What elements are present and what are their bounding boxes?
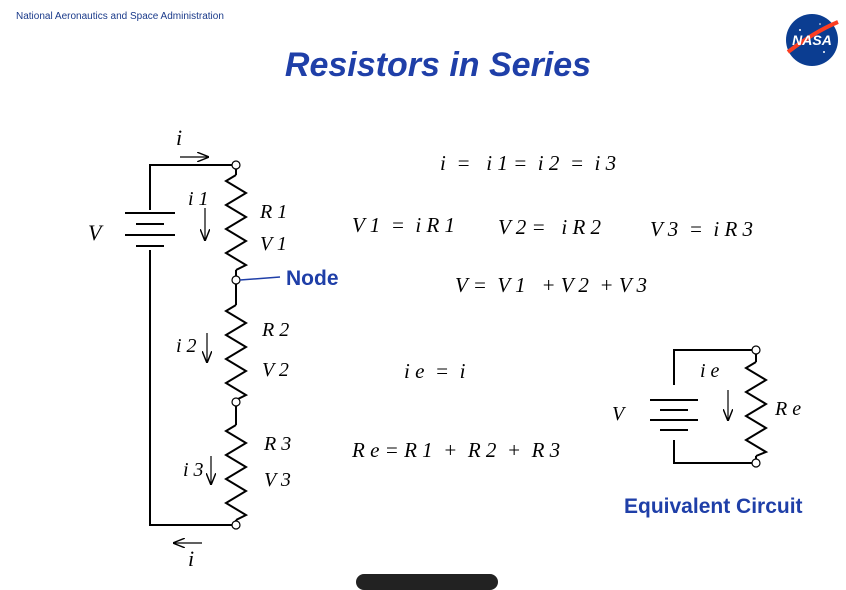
equivalent-circuit	[650, 349, 769, 464]
equation-v1: V 1 = i R 1	[352, 213, 455, 237]
equation-currents: i = i 1 = i 2 = i 3	[440, 151, 616, 175]
current-top-label: i	[176, 125, 182, 150]
top-wire	[149, 164, 236, 210]
node-dot	[231, 520, 241, 530]
resistor-r1	[224, 174, 249, 271]
r1-voltage-label: V 1	[260, 233, 287, 255]
equation-v2: V 2 = i R 2	[498, 215, 602, 239]
source-voltage-label: V	[88, 220, 104, 245]
nasa-logo-icon: NASA	[786, 14, 839, 66]
node-dot	[751, 345, 761, 355]
current-bottom-label: i	[188, 546, 194, 571]
resistor-r3	[224, 424, 249, 521]
resistor-r2	[224, 304, 249, 401]
r3-resistance-label: R 3	[263, 433, 291, 455]
logo-text: NASA	[792, 32, 832, 48]
node-dot	[231, 275, 241, 285]
node-label: Node	[286, 267, 339, 290]
node-pointer-line	[239, 276, 281, 281]
r1-resistance-label: R 1	[259, 201, 287, 223]
r2-voltage-label: V 2	[262, 359, 289, 381]
agency-name: National Aeronautics and Space Administr…	[16, 11, 224, 22]
equation-v3: V 3 = i R 3	[650, 217, 753, 241]
resistor-re	[744, 361, 769, 457]
equivalent-current-label: i e	[700, 360, 720, 382]
equivalent-source-label: V	[612, 403, 627, 425]
equivalent-resistance-label: R e	[774, 398, 801, 420]
r1-current-label: i 1	[188, 188, 209, 210]
bottom-control-bar[interactable]	[356, 574, 498, 590]
equivalent-caption: Equivalent Circuit	[624, 495, 803, 518]
node-dot	[231, 160, 241, 170]
r3-voltage-label: V 3	[264, 469, 291, 491]
node-dot	[751, 458, 761, 468]
r2-resistance-label: R 2	[261, 319, 289, 341]
equation-re: R e = R 1 + R 2 + R 3	[351, 438, 560, 462]
circuit-nodes	[231, 160, 241, 530]
r3-current-label: i 3	[183, 459, 204, 481]
bottom-wire	[149, 250, 236, 526]
equation-ie: i e = i	[404, 359, 466, 383]
node-dot	[231, 397, 241, 407]
page-title: Resistors in Series	[284, 46, 592, 84]
equation-total-voltage: V = V 1 + V 2 + V 3	[455, 273, 647, 297]
r2-current-label: i 2	[176, 335, 197, 357]
